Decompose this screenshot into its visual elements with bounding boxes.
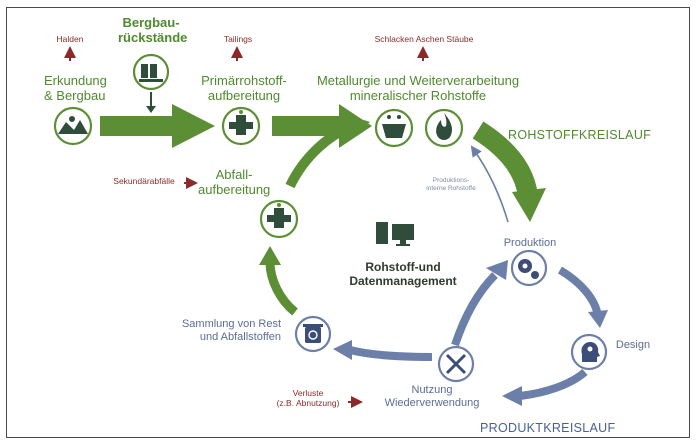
arrow-metallurgy-to-production bbox=[472, 121, 546, 222]
gears-icon bbox=[510, 249, 548, 287]
arrow-internal-feedback bbox=[470, 145, 509, 223]
waste-barrels-icon bbox=[132, 53, 170, 91]
mining-icon bbox=[53, 106, 93, 146]
label-internal-feedback: Produktions- interne Rohstoffe bbox=[426, 177, 476, 193]
label-abfallaufbereitung: Abfall- aufbereitung bbox=[198, 167, 271, 197]
arrow-waste-to-metallurgy bbox=[285, 114, 370, 189]
output-tailings: Tailings bbox=[223, 34, 253, 44]
output-schlacken: Schlacken Aschen Stäube bbox=[374, 34, 474, 44]
label-sammlung: Sammlung von Rest und Abfallstoffen bbox=[181, 318, 281, 343]
output-verluste: Verluste (z.B. Abnutzung) bbox=[276, 388, 340, 408]
processing-icon bbox=[221, 106, 261, 146]
heading-produktkreislauf: PRODUKTKREISLAUF bbox=[480, 421, 616, 435]
output-halden: Halden bbox=[56, 34, 84, 44]
arrow-mining-to-processing bbox=[100, 104, 215, 148]
label-bergbau-rueckstaende: Bergbau- rückstände bbox=[118, 15, 188, 45]
idea-head-icon bbox=[570, 333, 608, 371]
label-design: Design bbox=[615, 339, 651, 351]
arrow-production-to-design bbox=[557, 266, 608, 328]
waste-processing-icon bbox=[259, 199, 299, 239]
label-datenmanagement: Rohstoff-und Datenmanagement bbox=[349, 260, 457, 288]
heading-rohstoffkreislauf: ROHSTOFFKREISLAUF bbox=[508, 128, 652, 142]
output-sekundaer: Sekundärabfälle bbox=[113, 176, 175, 186]
label-primaerrohstoff: Primärrohstoff- aufbereitung bbox=[201, 73, 287, 103]
arrow-usage-to-collection bbox=[333, 340, 433, 361]
label-nutzung: Nutzung Wiederverwendung bbox=[384, 384, 480, 409]
diagram-frame bbox=[6, 7, 690, 438]
label-produktion: Produktion bbox=[503, 237, 557, 249]
tools-icon bbox=[437, 345, 475, 383]
arrow-collection-to-waste bbox=[259, 246, 298, 316]
recycle-bin-icon bbox=[294, 315, 332, 353]
arrow-design-to-usage bbox=[502, 368, 588, 406]
smelting-icon bbox=[374, 108, 414, 148]
label-metallurgie: Metallurgie und Weiterverarbeitung miner… bbox=[316, 73, 520, 103]
arrow-residues-down bbox=[146, 92, 156, 113]
flame-icon bbox=[424, 108, 464, 148]
arrow-usage-to-production bbox=[451, 260, 508, 347]
label-erkundung: Erkundung & Bergbau bbox=[44, 73, 107, 103]
computer-icon bbox=[376, 222, 414, 246]
